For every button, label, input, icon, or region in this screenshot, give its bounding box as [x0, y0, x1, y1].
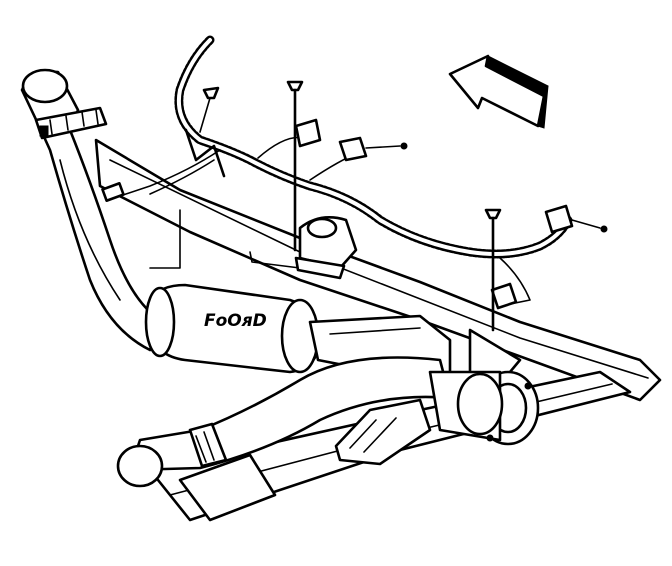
center-mount-block — [294, 216, 358, 280]
muffler-hanger — [334, 398, 432, 466]
oxygen-sensor-harness — [174, 35, 573, 307]
catalytic-converter: FᴏOᴙD — [144, 283, 322, 374]
front-direction-arrow-icon — [448, 54, 549, 129]
harness-connectors — [294, 118, 608, 310]
converter-label: FᴏOᴙD — [204, 311, 267, 331]
mounting-bolts — [199, 80, 502, 332]
muffler-outlet — [428, 370, 540, 446]
ground-lightning-symbol — [184, 128, 226, 178]
front-exhaust-pipe — [20, 68, 162, 352]
left-sensor-lead — [101, 149, 221, 269]
pipe-flange-clamp — [34, 106, 108, 140]
tail-pipe — [116, 356, 452, 488]
